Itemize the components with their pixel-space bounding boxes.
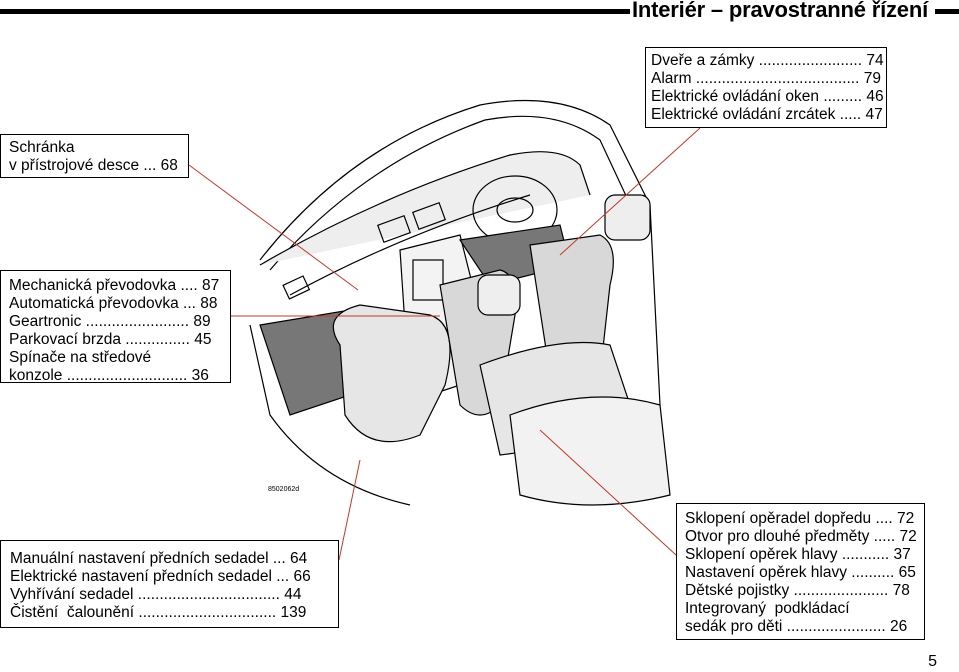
callout-rear-seats: Sklopení opěradel dopředu .... 72 Otvor … — [676, 503, 925, 640]
callout-line: konzole ............................ 36 — [9, 367, 209, 384]
callout-line: Čistění čalounění ......................… — [10, 604, 307, 621]
callout-line: Spínače na středové — [9, 349, 152, 366]
callout-line: Elektrické ovládání oken ......... 46 — [651, 88, 884, 105]
callout-line: Nastavení opěrek hlavy .......... 65 — [685, 564, 916, 581]
callout-line: Parkovací brzda ............... 45 — [9, 331, 212, 348]
callout-line: Dětské pojistky ...................... 7… — [685, 582, 910, 599]
callout-transmission: Mechanická převodovka .... 87 Automatick… — [0, 270, 231, 384]
callout-line: Automatická převodovka ... 88 — [9, 295, 218, 312]
callout-line: Sklopení opěradel dopředu .... 72 — [685, 510, 915, 527]
callout-line: Dveře a zámky ........................ 7… — [651, 52, 884, 69]
callout-line: Elektrické ovládání zrcátek ..... 47 — [651, 106, 883, 123]
callout-doors-locks: Dveře a zámky ........................ 7… — [645, 47, 887, 128]
figure-code: 8502062d — [268, 486, 300, 493]
callout-line: Vyhřívání sedadel ......................… — [10, 586, 302, 603]
callout-line: v přístrojové desce ... 68 — [9, 157, 178, 174]
callout-line: Integrovaný podkládací — [685, 600, 850, 617]
callout-front-seats: Manuální nastavení předních sedadel ... … — [0, 540, 339, 628]
header-rule-right — [935, 9, 959, 14]
callout-glovebox: Schránka v přístrojové desce ... 68 — [0, 134, 189, 178]
callout-line: Alarm ..................................… — [651, 70, 881, 87]
callout-line: Sklopení opěrek hlavy ........... 37 — [685, 546, 911, 563]
car-interior-illustration — [249, 99, 671, 506]
callout-line: Mechanická převodovka .... 87 — [9, 277, 220, 294]
callout-line: Elektrické nastavení předních sedadel ..… — [10, 568, 311, 585]
callout-line: Otvor pro dlouhé předměty ..... 72 — [685, 528, 917, 545]
callout-line: Manuální nastavení předních sedadel ... … — [10, 550, 308, 567]
callout-line: sedák pro děti ....................... 2… — [685, 618, 908, 635]
callout-line: Geartronic ........................ 89 — [9, 313, 211, 330]
callout-line: Schránka — [9, 139, 75, 156]
page-number: 5 — [928, 653, 937, 670]
header-rule-left — [0, 9, 630, 14]
page-title: Interiér – pravostranné řízení — [632, 0, 928, 22]
